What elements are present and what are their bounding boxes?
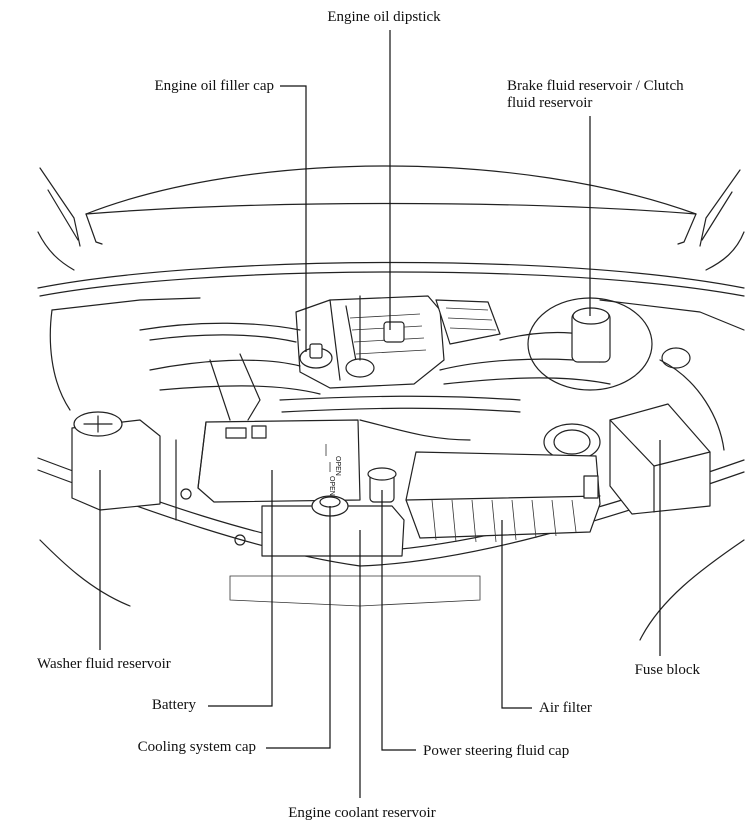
leader-power-steering-cap xyxy=(381,490,416,751)
label-air-filter: Air filter xyxy=(539,700,592,716)
engine-block xyxy=(295,295,501,389)
leader-cooling-system-cap xyxy=(266,506,331,749)
leader-battery xyxy=(208,470,273,707)
label-battery: Battery xyxy=(152,697,197,713)
washer-fluid-reservoir xyxy=(71,411,161,511)
label-engine-oil-filler-cap: Engine oil filler cap xyxy=(154,78,274,94)
leader-engine-oil-filler-cap xyxy=(280,85,307,352)
label-washer-fluid-reservoir: Washer fluid reservoir xyxy=(37,656,171,672)
battery-mark-open-1: OPEN xyxy=(334,456,341,476)
label-power-steering-fluid-cap: Power steering fluid cap xyxy=(423,743,569,759)
label-fuse-block: Fuse block xyxy=(635,662,701,678)
air-filter xyxy=(405,451,601,543)
label-engine-coolant-reservoir: Engine coolant reservoir xyxy=(288,805,435,821)
leader-lines xyxy=(99,30,661,798)
label-cooling-system-cap: Cooling system cap xyxy=(138,739,256,755)
label-brake-fluid-reservoir-line1: Brake fluid reservoir / Clutch xyxy=(507,78,684,94)
cowl xyxy=(37,261,745,297)
label-engine-oil-dipstick: Engine oil dipstick xyxy=(327,9,441,25)
leader-air-filter xyxy=(501,520,532,709)
power-steering-cap xyxy=(367,467,397,503)
hoses xyxy=(139,322,725,546)
labels: Engine oil dipstick Engine oil filler ca… xyxy=(37,9,700,821)
battery: OPEN OPEN xyxy=(197,419,361,503)
battery-mark-open-2: OPEN xyxy=(328,476,335,496)
hood-outline xyxy=(37,165,745,271)
engine-coolant-reservoir xyxy=(261,495,405,557)
label-brake-fluid-reservoir-line2: fluid reservoir xyxy=(507,95,592,111)
